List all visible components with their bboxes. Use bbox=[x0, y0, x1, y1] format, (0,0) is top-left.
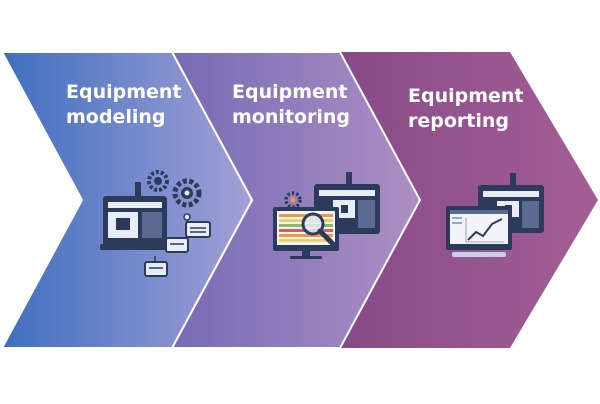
step-3-title-line2: reporting bbox=[408, 110, 510, 132]
machine-with-chart-monitor-icon bbox=[446, 173, 544, 257]
step-1-title-line1: Equipment bbox=[66, 81, 182, 103]
step-2-title: Equipment monitoring bbox=[232, 80, 350, 130]
step-2-title-line1: Equipment bbox=[232, 81, 348, 103]
step-1-title-line2: modeling bbox=[66, 106, 166, 128]
step-1-title: Equipment modeling bbox=[66, 80, 182, 130]
chevron-step-3 bbox=[340, 52, 598, 348]
step-2-title-line2: monitoring bbox=[232, 106, 351, 128]
machine-with-magnifier-monitor-icon bbox=[273, 172, 380, 259]
step-3-title: Equipment reporting bbox=[408, 84, 524, 134]
machine-with-gears-and-forms-icon bbox=[100, 170, 211, 277]
step-3-title-line1: Equipment bbox=[408, 85, 524, 107]
